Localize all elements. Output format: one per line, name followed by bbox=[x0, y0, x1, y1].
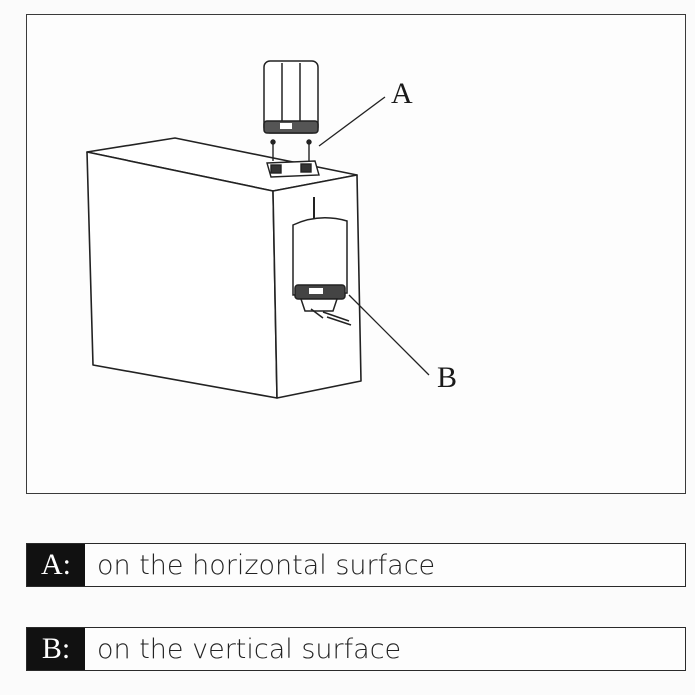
legend-row-b: B: on the vertical surface bbox=[26, 627, 686, 671]
callout-b-label: B bbox=[437, 361, 458, 394]
screws-a bbox=[270, 139, 312, 161]
bracket-a bbox=[266, 160, 320, 178]
legend-text-b: on the vertical surface bbox=[97, 633, 402, 665]
dispenser-b bbox=[292, 197, 352, 326]
installation-drawing bbox=[86, 60, 430, 399]
legend-key-b: B: bbox=[27, 628, 85, 670]
dispenser-a bbox=[263, 60, 319, 134]
legend-row-a: A: on the horizontal surface bbox=[26, 543, 686, 587]
leader-line-b bbox=[348, 294, 430, 376]
cabinet-front-face bbox=[86, 151, 278, 399]
figure-frame: A B bbox=[26, 14, 686, 494]
callout-a-label: A bbox=[391, 77, 413, 110]
legend-key-a: A: bbox=[27, 544, 85, 586]
legend-text-a: on the horizontal surface bbox=[97, 549, 436, 581]
leader-line-a bbox=[318, 96, 386, 147]
